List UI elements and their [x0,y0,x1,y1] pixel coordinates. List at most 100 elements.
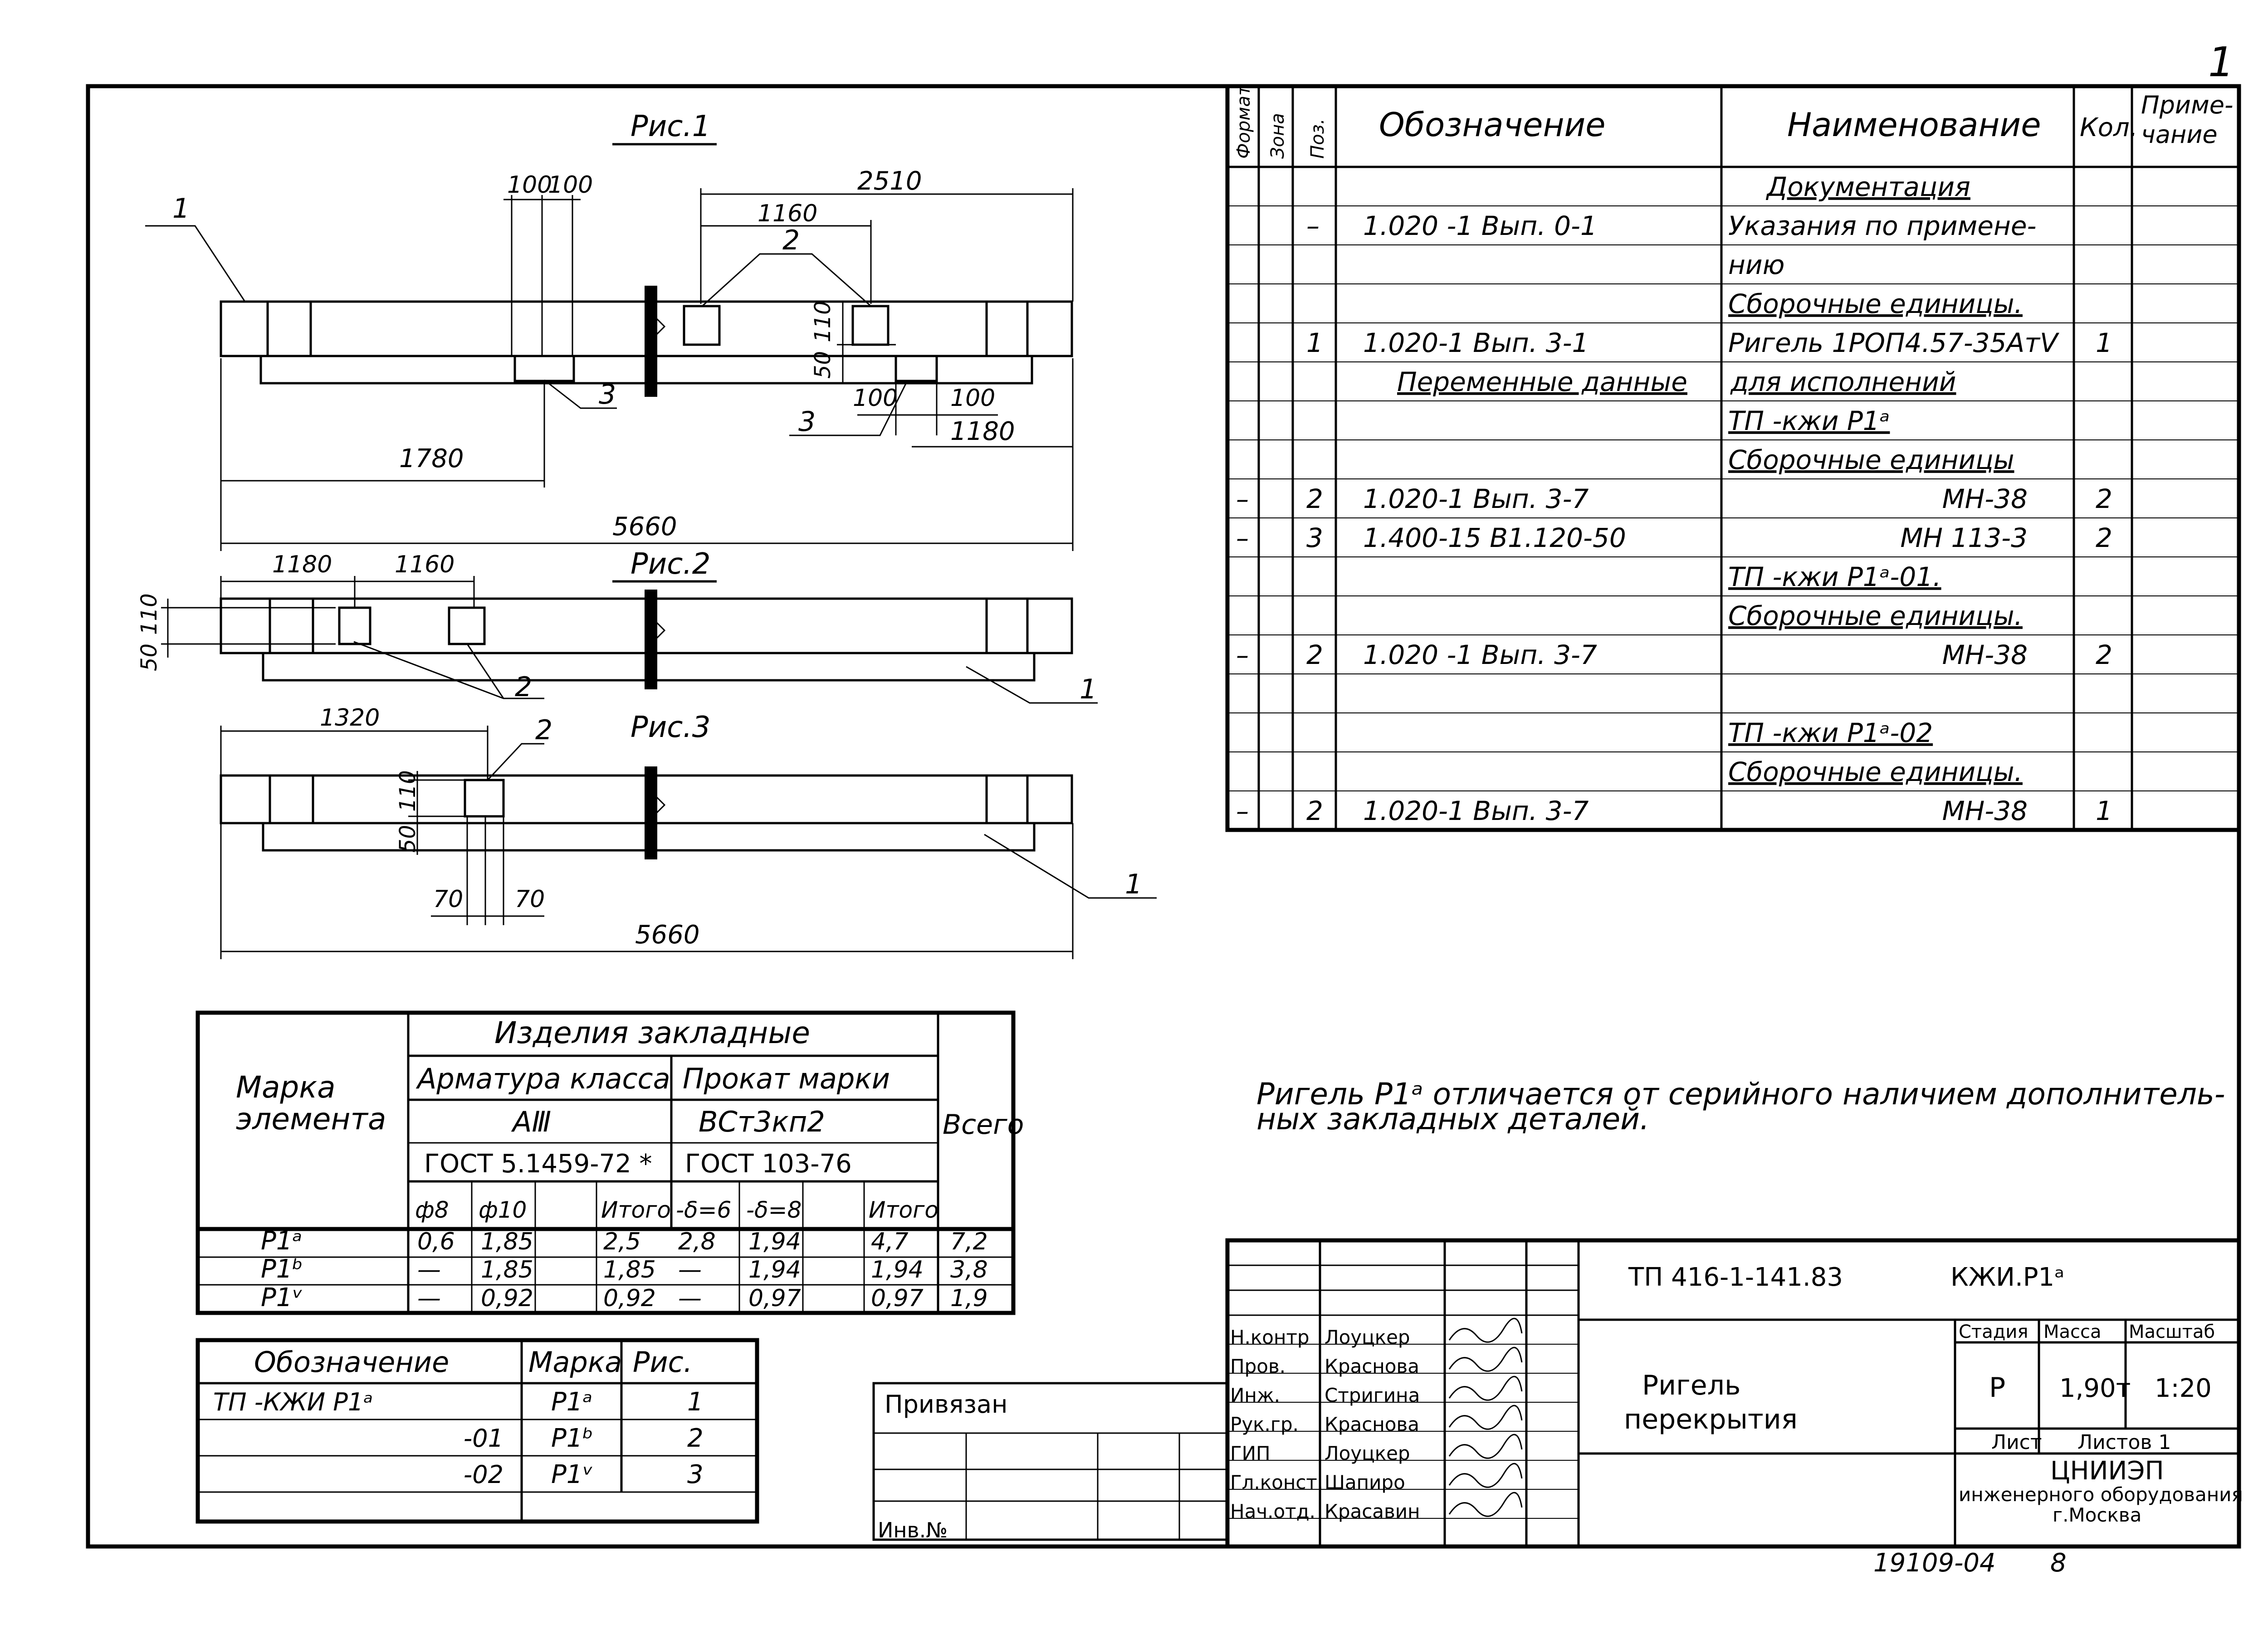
spec-name: Ригель 1РОП4.57-35АтⅤ [1728,327,2060,358]
embedded-subheader: ф10 [479,1197,527,1223]
signature [1448,1376,1523,1401]
spec-col-name: Наименование [1787,106,2041,144]
doc-mark: КЖИ.Р1ᵃ [1950,1263,2064,1292]
spec-pos: 3 [1306,522,1323,553]
mass-header: Масса [2043,1322,2102,1342]
signer-name: Шапиро [1325,1471,1405,1493]
embedded-cell: 1,94 [871,1256,924,1283]
signer-name: Краснова [1325,1413,1419,1435]
signer-name: Краснова [1325,1355,1419,1377]
embedded-rebar-class: Арматура класса [415,1062,670,1095]
dim-1160: 1160 [758,200,817,227]
embedded-cell: 1,85 [481,1256,533,1283]
embedded-cell: 2,5 [603,1228,641,1255]
variant-mark: Р1ᵇ [551,1424,593,1453]
embedded-steel-mark: Прокат марки [683,1062,890,1095]
spec-pos: – [1306,210,1320,241]
embedded-cell: 1,94 [748,1228,801,1255]
corner-mark: 1 [2208,39,2234,86]
spec-name: Указания по примене- [1728,210,2037,241]
signer-name: Стригина [1325,1384,1420,1406]
signer-role: Инж. [1230,1384,1280,1406]
spec-name: для исполнений [1730,366,1956,397]
archive-number: 19109-04 [1873,1548,1996,1578]
doc-code: ТП 416-1-141.83 [1628,1263,1843,1292]
plate-3b [894,355,938,382]
embedded-row-mark: Р1ᵃ [261,1226,302,1256]
embedded-cell: 0,92 [481,1285,533,1312]
embedded-row-total: 3,8 [950,1256,988,1283]
stage-value: Р [1989,1372,2005,1404]
embedded-rebar-grade: АⅢ [511,1105,551,1138]
figure-2: Рис.2 1180 1160 50 110 2 1 [137,547,1098,705]
dim-110: 110 [810,301,836,342]
dim-2510: 2510 [857,166,922,196]
dim-70a: 70 [433,886,463,913]
embedded-parts-table: Марка элемента Изделия закладные Арматур… [196,1010,1024,1315]
embedded-cell: 0,6 [417,1228,455,1255]
signature [1448,1492,1523,1517]
embedded-col-mark-2: элемента [236,1102,386,1136]
signer-role: Нач.отд. [1230,1500,1315,1522]
spec-designation: 1.020 -1 Вып. 3-7 [1363,639,1597,670]
leader-1: 1 [172,193,190,224]
spec-name: ТП -кжи Р1ᵃ-02 [1728,717,1933,748]
binding-inv: Инв.№ [878,1518,948,1542]
org-name: ЦНИИЭП [2050,1456,2164,1486]
spec-name: нию [1728,249,1784,280]
dim-1160-2: 1160 [395,551,455,578]
embedded-cell: 0,97 [748,1285,801,1312]
signer-name: Красавин [1325,1500,1420,1522]
spec-name: ТП -кжи Р1ᵃ [1728,405,1890,436]
embedded-steel-grade: ВСт3кп2 [699,1105,825,1138]
spec-name: МН-38 [1942,639,2028,670]
figure-1: Рис.1 100 100 2510 1160 50 [145,110,1074,551]
signer-name: Лоуцкер [1325,1442,1410,1464]
spec-col-pos: Поз. [1307,118,1328,159]
spec-name: ТП -кжи Р1ᵃ-01. [1728,561,1941,592]
stage-header: Стадия [1959,1322,2028,1342]
spec-dash: – [1236,524,1249,553]
spec-designation: 1.020 -1 Вып. 0-1 [1363,210,1597,241]
embedded-cell: 0,97 [871,1285,924,1312]
spec-pos: 1 [1306,327,1323,358]
note-line-1: Ригель Р1ᵃ отличается от серийного налич… [1256,1077,2225,1112]
spec-name: Сборочные единицы [1728,444,2014,475]
dim-50-3: 50 [395,825,420,853]
signature [1448,1434,1523,1459]
plate-2c [338,606,371,645]
embedded-row-total: 1,9 [950,1285,988,1312]
spec-designation: 1.400-15 В1.120-50 [1363,522,1626,553]
spec-dash: – [1236,641,1249,670]
spec-name: Сборочные единицы. [1728,600,2023,631]
figure-3: Рис.3 1320 110 50 70 70 5660 2 1 [220,704,1157,959]
plate-2b [851,305,890,346]
leader-2-fig3: 2 [535,714,552,746]
dim-5660-3: 5660 [635,920,700,950]
embedded-cell: — [678,1285,702,1312]
signer-role: Н.контр [1230,1326,1310,1348]
embedded-cell: 1,85 [481,1228,533,1255]
note-line-2: ных закладных деталей. [1256,1102,1649,1136]
spec-col-format: Формат [1233,84,1254,159]
mass-value: 1,90т [2059,1374,2131,1403]
leader-3a: 3 [599,379,616,410]
title-line-2: перекрытия [1624,1404,1798,1435]
spec-designation: Переменные данные [1397,366,1687,397]
embedded-subheader: -δ=8 [746,1197,802,1223]
variant-designation: -02 [464,1460,503,1489]
spec-col-designation: Обозначение [1379,106,1606,144]
title-line-1: Ригель [1642,1370,1740,1401]
variant-fig: 2 [687,1424,704,1453]
variants-col-mark: Марка [528,1346,622,1379]
signer-name: Лоуцкер [1325,1326,1410,1348]
plate-3a [513,355,575,382]
spec-name: Документация [1765,171,1970,202]
dim-110-2: 110 [137,593,162,635]
dim-1180: 1180 [950,417,1015,446]
spec-designation: 1.020-1 Вып. 3-7 [1363,795,1589,826]
spec-designation: 1.020-1 Вып. 3-7 [1363,483,1589,514]
